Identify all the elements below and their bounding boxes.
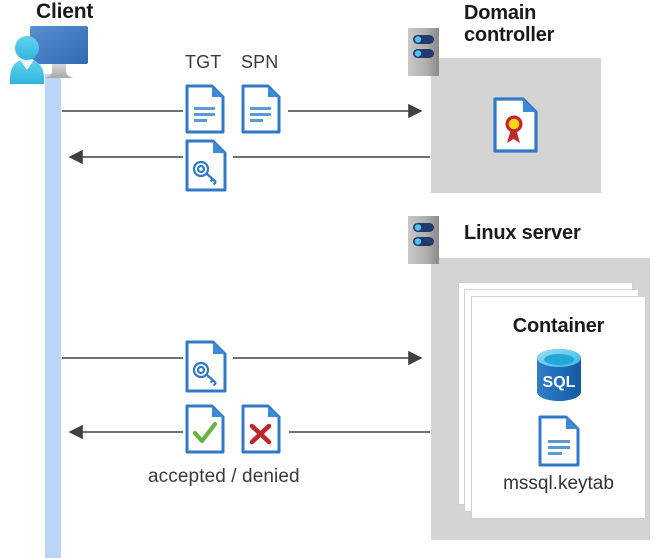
document-icon <box>538 415 580 472</box>
key-document-icon <box>185 139 227 197</box>
page-title-linux-server: Linux server <box>464 222 581 244</box>
tgt-label: TGT <box>185 52 222 72</box>
page-title-client: Client <box>36 0 94 23</box>
page-title-domain-controller: Domain controller <box>464 2 634 47</box>
keytab-document-icon-wrap <box>472 415 645 472</box>
key-document-icon <box>185 340 227 398</box>
document-icon <box>185 84 225 139</box>
accepted-denied-caption: accepted / denied <box>148 466 300 487</box>
denied-document-icon <box>241 404 281 459</box>
dc-title-line1: Domain <box>464 2 537 24</box>
client-lifeline <box>45 74 61 558</box>
certificate-document-icon <box>493 97 538 158</box>
document-icon <box>241 84 281 139</box>
sql-badge-text: SQL <box>542 374 575 391</box>
keytab-filename-label: mssql.keytab <box>503 473 614 494</box>
container-title-wrap: Container <box>472 315 645 337</box>
client-workstation-icon <box>8 22 106 84</box>
sql-database-icon-wrap: SQL <box>472 347 645 408</box>
keytab-label-wrap: mssql.keytab <box>472 473 645 495</box>
sql-database-icon: SQL <box>532 347 586 408</box>
container-title: Container <box>512 315 605 337</box>
server-rack-icon <box>408 28 439 76</box>
server-rack-icon <box>408 216 439 264</box>
dc-title-line2: controller <box>464 24 555 47</box>
accepted-document-icon <box>185 404 225 459</box>
container-card-front: Container <box>471 296 646 519</box>
spn-label: SPN <box>241 52 279 72</box>
